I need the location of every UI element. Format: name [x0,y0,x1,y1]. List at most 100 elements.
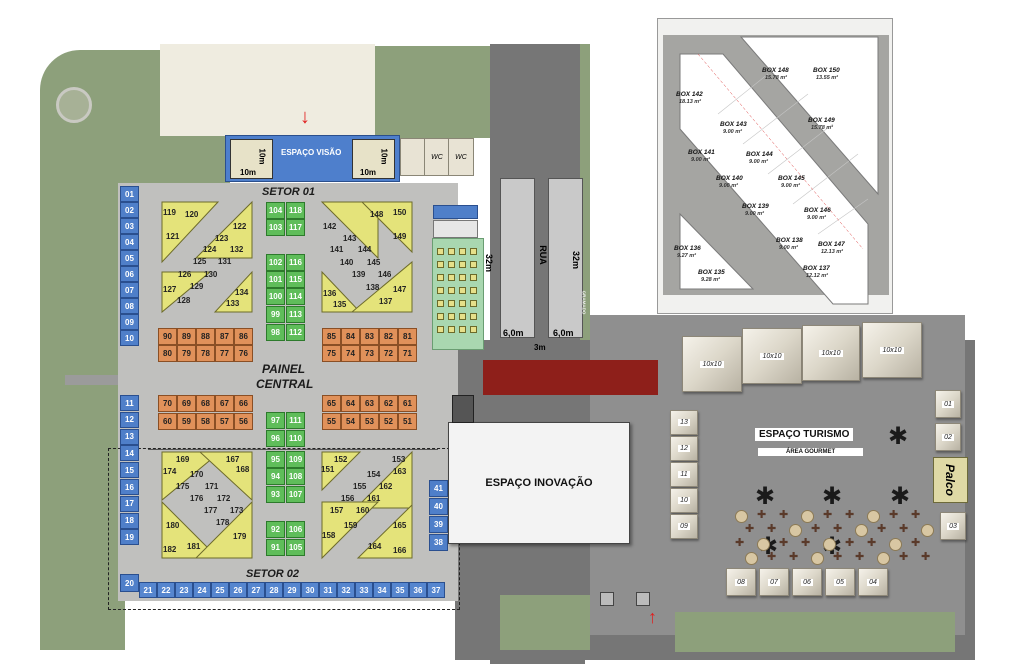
booth-74[interactable]: 74 [341,345,360,362]
booth-18[interactable]: 18 [120,512,139,529]
booth-140[interactable]: 140 [340,258,354,267]
turismo-booth-02[interactable]: 02 [935,423,961,451]
booth-20[interactable]: 20 [120,574,139,592]
booth-114[interactable]: 114 [286,288,305,305]
booth-86[interactable]: 86 [234,328,253,345]
booth-67[interactable]: 67 [215,395,234,412]
booth-85[interactable]: 85 [322,328,341,345]
booth-22[interactable]: 22 [157,582,175,598]
booth-72[interactable]: 72 [379,345,398,362]
booth-175[interactable]: 175 [176,482,190,491]
booth-172[interactable]: 172 [217,494,231,503]
booth-152[interactable]: 152 [334,455,348,464]
booth-57[interactable]: 57 [215,413,234,430]
booth-126[interactable]: 126 [178,270,192,279]
booth-153[interactable]: 153 [392,455,406,464]
booth-71[interactable]: 71 [398,345,417,362]
booth-94[interactable]: 94 [266,468,285,485]
booth-25[interactable]: 25 [211,582,229,598]
turismo-booth-07[interactable]: 07 [759,568,789,596]
booth-121[interactable]: 121 [166,232,180,241]
booth-02[interactable]: 02 [120,202,139,218]
booth-92[interactable]: 92 [266,521,285,538]
booth-30[interactable]: 30 [301,582,319,598]
booth-58[interactable]: 58 [196,413,215,430]
booth-81[interactable]: 81 [398,328,417,345]
booth-133[interactable]: 133 [226,299,240,308]
turismo-booth-11[interactable]: 11 [670,462,698,487]
booth-73[interactable]: 73 [360,345,379,362]
booth-83[interactable]: 83 [360,328,379,345]
booth-03[interactable]: 03 [120,218,139,234]
booth-130[interactable]: 130 [204,270,218,279]
booth-88[interactable]: 88 [196,328,215,345]
booth-14[interactable]: 14 [120,445,139,462]
booth-138[interactable]: 138 [366,283,380,292]
booth-173[interactable]: 173 [230,506,244,515]
booth-113[interactable]: 113 [286,306,305,323]
booth-90[interactable]: 90 [158,328,177,345]
booth-24[interactable]: 24 [193,582,211,598]
turismo-booth-08[interactable]: 08 [726,568,756,596]
booth-97[interactable]: 97 [266,412,285,429]
booth-19[interactable]: 19 [120,529,139,546]
booth-154[interactable]: 154 [367,470,381,479]
booth-162[interactable]: 162 [379,482,393,491]
booth-160[interactable]: 160 [356,506,370,515]
booth-148[interactable]: 148 [370,210,384,219]
booth-135[interactable]: 135 [333,300,347,309]
booth-09[interactable]: 09 [120,314,139,330]
booth-31[interactable]: 31 [319,582,337,598]
booth-103[interactable]: 103 [266,219,285,236]
booth-27[interactable]: 27 [247,582,265,598]
booth-69[interactable]: 69 [177,395,196,412]
booth-77[interactable]: 77 [215,345,234,362]
booth-32[interactable]: 32 [337,582,355,598]
booth-118[interactable]: 118 [286,202,305,219]
booth-36[interactable]: 36 [409,582,427,598]
booth-109[interactable]: 109 [286,451,305,468]
booth-115[interactable]: 115 [286,271,305,288]
booth-166[interactable]: 166 [393,546,407,555]
booth-170[interactable]: 170 [190,470,204,479]
booth-134[interactable]: 134 [235,288,249,297]
booth-158[interactable]: 158 [322,531,336,540]
turismo-booth-04[interactable]: 04 [858,568,888,596]
turismo-booth-03[interactable]: 03 [940,512,966,540]
booth-35[interactable]: 35 [391,582,409,598]
booth-165[interactable]: 165 [393,521,407,530]
booth-144[interactable]: 144 [358,245,372,254]
booth-98[interactable]: 98 [266,324,285,341]
booth-127[interactable]: 127 [163,285,177,294]
turismo-booth-05[interactable]: 05 [825,568,855,596]
booth-93[interactable]: 93 [266,486,285,503]
booth-07[interactable]: 07 [120,282,139,298]
booth-39[interactable]: 39 [429,516,448,533]
booth-132[interactable]: 132 [230,245,244,254]
booth-62[interactable]: 62 [379,395,398,412]
booth-159[interactable]: 159 [344,521,358,530]
booth-21[interactable]: 21 [139,582,157,598]
booth-61[interactable]: 61 [398,395,417,412]
booth-60[interactable]: 60 [158,413,177,430]
booth-56[interactable]: 56 [234,413,253,430]
booth-68[interactable]: 68 [196,395,215,412]
booth-147[interactable]: 147 [393,285,407,294]
booth-99[interactable]: 99 [266,306,285,323]
booth-87[interactable]: 87 [215,328,234,345]
booth-150[interactable]: 150 [393,208,407,217]
booth-10[interactable]: 10 [120,330,139,346]
booth-179[interactable]: 179 [233,532,247,541]
booth-11[interactable]: 11 [120,395,139,411]
booth-136[interactable]: 136 [323,289,337,298]
booth-26[interactable]: 26 [229,582,247,598]
booth-157[interactable]: 157 [330,506,344,515]
booth-84[interactable]: 84 [341,328,360,345]
booth-120[interactable]: 120 [185,210,199,219]
booth-119[interactable]: 119 [163,208,176,217]
booth-40[interactable]: 40 [429,498,448,515]
turismo-booth-13[interactable]: 13 [670,410,698,435]
booth-180[interactable]: 180 [166,521,180,530]
booth-28[interactable]: 28 [265,582,283,598]
booth-80[interactable]: 80 [158,345,177,362]
